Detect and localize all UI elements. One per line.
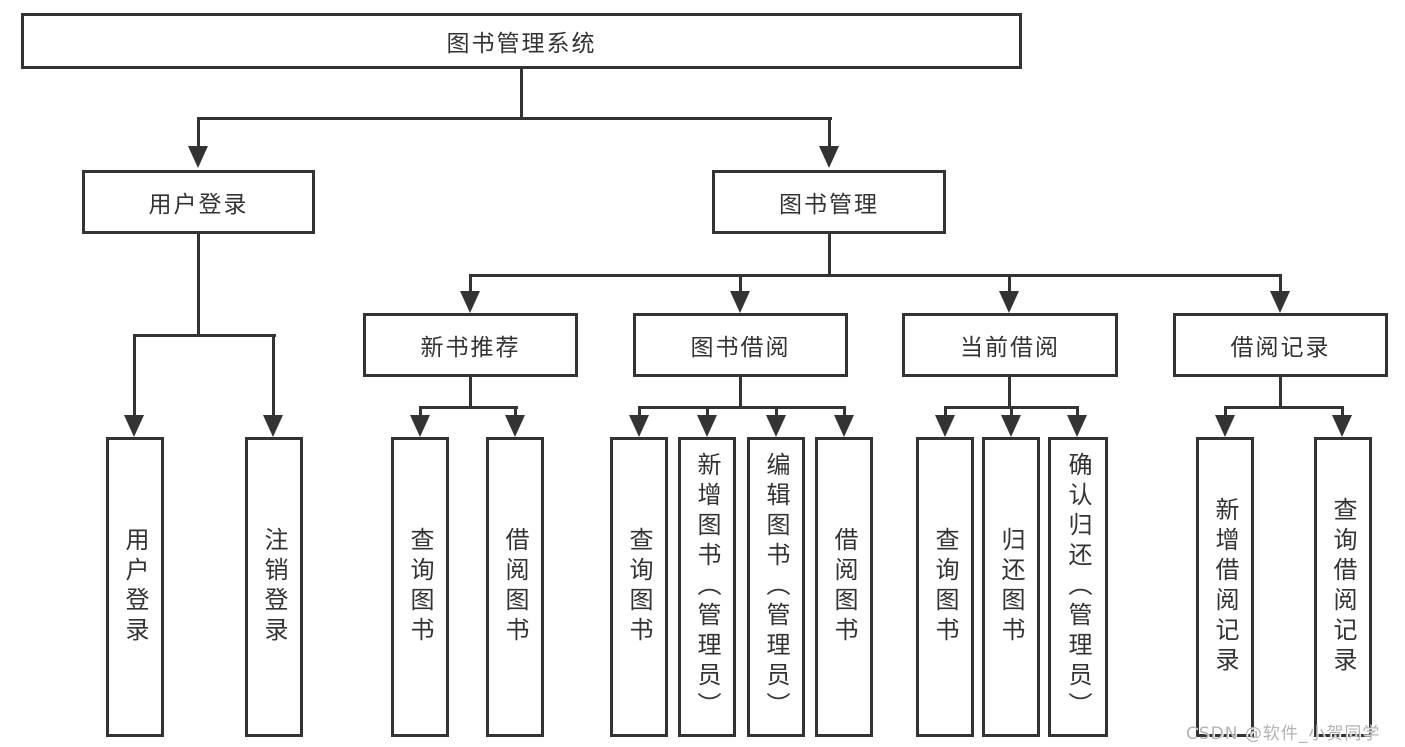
leaf-records-add-label: 新增借阅记录	[1211, 497, 1239, 677]
node-new-books-label: 新书推荐	[420, 335, 521, 361]
arrow-down-icon	[935, 415, 955, 437]
node-root-label: 图书管理系统	[446, 31, 597, 57]
connector-line	[843, 406, 846, 418]
connector-line	[197, 234, 200, 336]
arrow-down-icon	[263, 415, 283, 437]
node-root: 图书管理系统	[21, 13, 1022, 69]
connector-line	[514, 406, 517, 418]
arrow-down-icon	[834, 415, 854, 437]
leaf-user-login: 用户登录	[106, 437, 164, 737]
leaf-current-return-label: 归还图书	[997, 527, 1025, 647]
leaf-newbooks-query-label: 查询图书	[406, 527, 434, 647]
arrow-down-icon	[766, 415, 786, 437]
connector-line	[469, 274, 1282, 277]
connector-line	[1076, 406, 1079, 418]
node-book-borrowing-label: 图书借阅	[690, 335, 791, 361]
connector-line	[1008, 274, 1011, 293]
node-book-management: 图书管理	[712, 170, 946, 234]
connector-line	[419, 406, 518, 409]
leaf-borrowing-add: 新增图书（管理员）	[678, 437, 736, 737]
connector-line	[775, 406, 778, 418]
node-current-borrowing: 当前借阅	[902, 313, 1118, 377]
csdn-watermark: CSDN @软件_小贺同学	[1186, 724, 1381, 744]
connector-line	[1279, 274, 1282, 293]
leaf-newbooks-borrow: 借阅图书	[486, 437, 544, 737]
leaf-borrowing-borrow: 借阅图书	[815, 437, 873, 737]
node-user-login: 用户登录	[82, 170, 315, 234]
arrow-down-icon	[697, 415, 717, 437]
arrow-down-icon	[819, 146, 839, 168]
arrow-down-icon	[1270, 291, 1290, 313]
connector-line	[1224, 406, 1227, 418]
leaf-borrowing-add-label: 新增图书（管理员）	[693, 452, 721, 722]
leaf-newbooks-borrow-label: 借阅图书	[501, 527, 529, 647]
leaf-borrowing-query-label: 查询图书	[625, 527, 653, 647]
arrow-down-icon	[505, 415, 525, 437]
connector-line	[1341, 406, 1344, 418]
arrow-down-icon	[460, 291, 480, 313]
connector-line	[1224, 406, 1344, 409]
leaf-borrowing-edit-label: 编辑图书（管理员）	[762, 452, 790, 722]
connector-line	[706, 406, 709, 418]
connector-line	[1008, 377, 1011, 408]
leaf-user-login-label: 用户登录	[121, 527, 149, 647]
connector-line	[638, 406, 846, 409]
connector-line	[1010, 406, 1013, 418]
connector-line	[520, 69, 523, 118]
leaf-current-confirm-label: 确认归还（管理员）	[1064, 452, 1092, 722]
arrow-down-icon	[1067, 415, 1087, 437]
arrow-down-icon	[730, 291, 750, 313]
leaf-current-query-label: 查询图书	[931, 527, 959, 647]
connector-line	[197, 117, 832, 120]
arrow-down-icon	[1215, 415, 1235, 437]
arrow-down-icon	[999, 291, 1019, 313]
arrow-down-icon	[124, 415, 144, 437]
node-book-management-label: 图书管理	[779, 192, 879, 218]
connector-line	[469, 377, 472, 408]
node-book-borrowing: 图书借阅	[633, 313, 848, 377]
leaf-logout-label: 注销登录	[260, 527, 288, 647]
leaf-borrowing-borrow-label: 借阅图书	[830, 527, 858, 647]
connector-line	[197, 117, 200, 148]
arrow-down-icon	[188, 146, 208, 168]
node-new-books: 新书推荐	[363, 313, 578, 377]
leaf-records-add: 新增借阅记录	[1196, 437, 1254, 737]
arrow-down-icon	[410, 415, 430, 437]
leaf-borrowing-query: 查询图书	[610, 437, 668, 737]
connector-line	[828, 117, 831, 148]
connector-line	[739, 274, 742, 293]
arrow-down-icon	[1001, 415, 1021, 437]
node-borrow-records: 借阅记录	[1173, 313, 1388, 377]
connector-line	[272, 334, 275, 417]
connector-line	[469, 274, 472, 293]
connector-line	[1279, 377, 1282, 408]
connector-line	[638, 406, 641, 418]
connector-line	[419, 406, 422, 418]
leaf-records-query-label: 查询借阅记录	[1329, 497, 1357, 677]
leaf-records-query: 查询借阅记录	[1314, 437, 1372, 737]
leaf-current-query: 查询图书	[916, 437, 974, 737]
node-borrow-records-label: 借阅记录	[1230, 335, 1331, 361]
connector-line	[133, 334, 136, 417]
leaf-current-confirm: 确认归还（管理员）	[1048, 437, 1108, 737]
connector-line	[133, 334, 276, 337]
connector-line	[828, 234, 831, 276]
node-user-login-label: 用户登录	[148, 192, 249, 218]
leaf-current-return: 归还图书	[982, 437, 1040, 737]
arrow-down-icon	[629, 415, 649, 437]
connector-line	[944, 406, 947, 418]
leaf-borrowing-edit: 编辑图书（管理员）	[747, 437, 805, 737]
arrow-down-icon	[1332, 415, 1352, 437]
leaf-newbooks-query: 查询图书	[391, 437, 449, 737]
leaf-logout: 注销登录	[245, 437, 303, 737]
node-current-borrowing-label: 当前借阅	[960, 335, 1060, 361]
connector-line	[739, 377, 742, 408]
